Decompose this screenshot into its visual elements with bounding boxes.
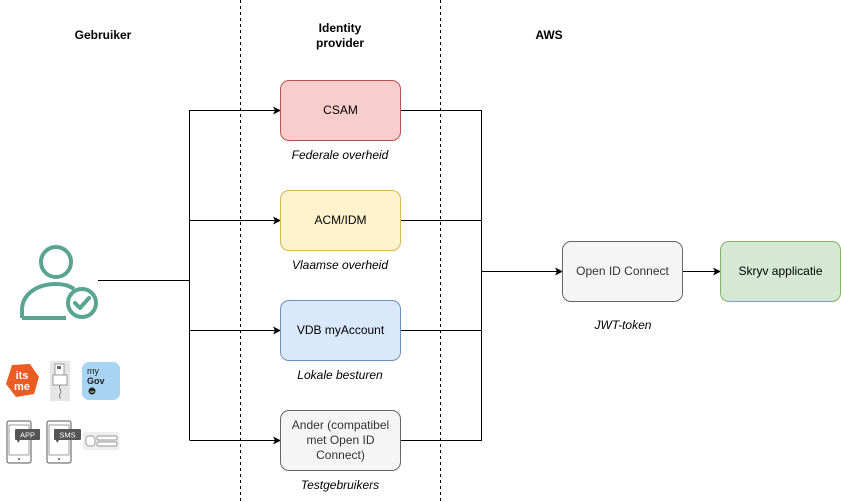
lane-title-aws: AWS <box>535 28 563 42</box>
token-key-icon <box>83 432 119 450</box>
provider-caption-csam: Federale overheid <box>291 148 389 162</box>
sms-phone-icon: SMS <box>46 420 81 464</box>
app-box[interactable]: Skryv applicatie <box>720 241 841 302</box>
provider-label-acm-idm: ACM/IDM <box>314 213 367 227</box>
lane-title-identity-provider: Identity provider <box>290 21 390 51</box>
app-label: Skryv applicatie <box>738 264 823 278</box>
app-phone-icon: APP <box>6 420 40 464</box>
lane-title-user: Gebruiker <box>74 28 132 42</box>
oidc-box[interactable]: Open ID Connect <box>562 241 683 302</box>
provider-label-other: Ander (compatibel met Open ID Connect) <box>291 418 390 462</box>
provider-label-csam: CSAM <box>323 103 358 117</box>
mygov-icon: my Gov .be <box>82 362 120 400</box>
provider-box-other[interactable]: Ander (compatibel met Open ID Connect) <box>280 410 401 471</box>
lane-title-idp-line1: Identity <box>318 21 362 35</box>
provider-box-acm-idm[interactable]: ACM/IDM <box>280 190 401 251</box>
sms-phone-label: SMS <box>59 431 75 440</box>
itsme-icon: its me <box>6 364 39 397</box>
provider-caption-acm-idm: Vlaamse overheid <box>291 258 389 272</box>
itsme-text-bottom: me <box>14 381 30 393</box>
mygov-text-my: my <box>87 366 99 376</box>
oidc-label: Open ID Connect <box>576 264 669 278</box>
oidc-caption: JWT-token <box>594 318 652 332</box>
verified-user-icon <box>20 245 98 320</box>
mygov-text-be: .be <box>90 390 95 394</box>
itsme-text-top: its <box>16 370 29 382</box>
lane-title-idp-line2: provider <box>315 36 364 50</box>
provider-box-vdb-myaccount[interactable]: VDB myAccount <box>280 300 401 361</box>
provider-caption-vdb-myaccount: Lokale besturen <box>297 368 383 382</box>
eid-card-reader-icon <box>50 361 70 401</box>
app-phone-label: APP <box>20 431 35 440</box>
mygov-text-gov: Gov <box>87 376 105 386</box>
provider-box-csam[interactable]: CSAM <box>280 80 401 141</box>
provider-label-vdb-myaccount: VDB myAccount <box>296 323 385 337</box>
provider-caption-other: Testgebruikers <box>300 478 380 492</box>
